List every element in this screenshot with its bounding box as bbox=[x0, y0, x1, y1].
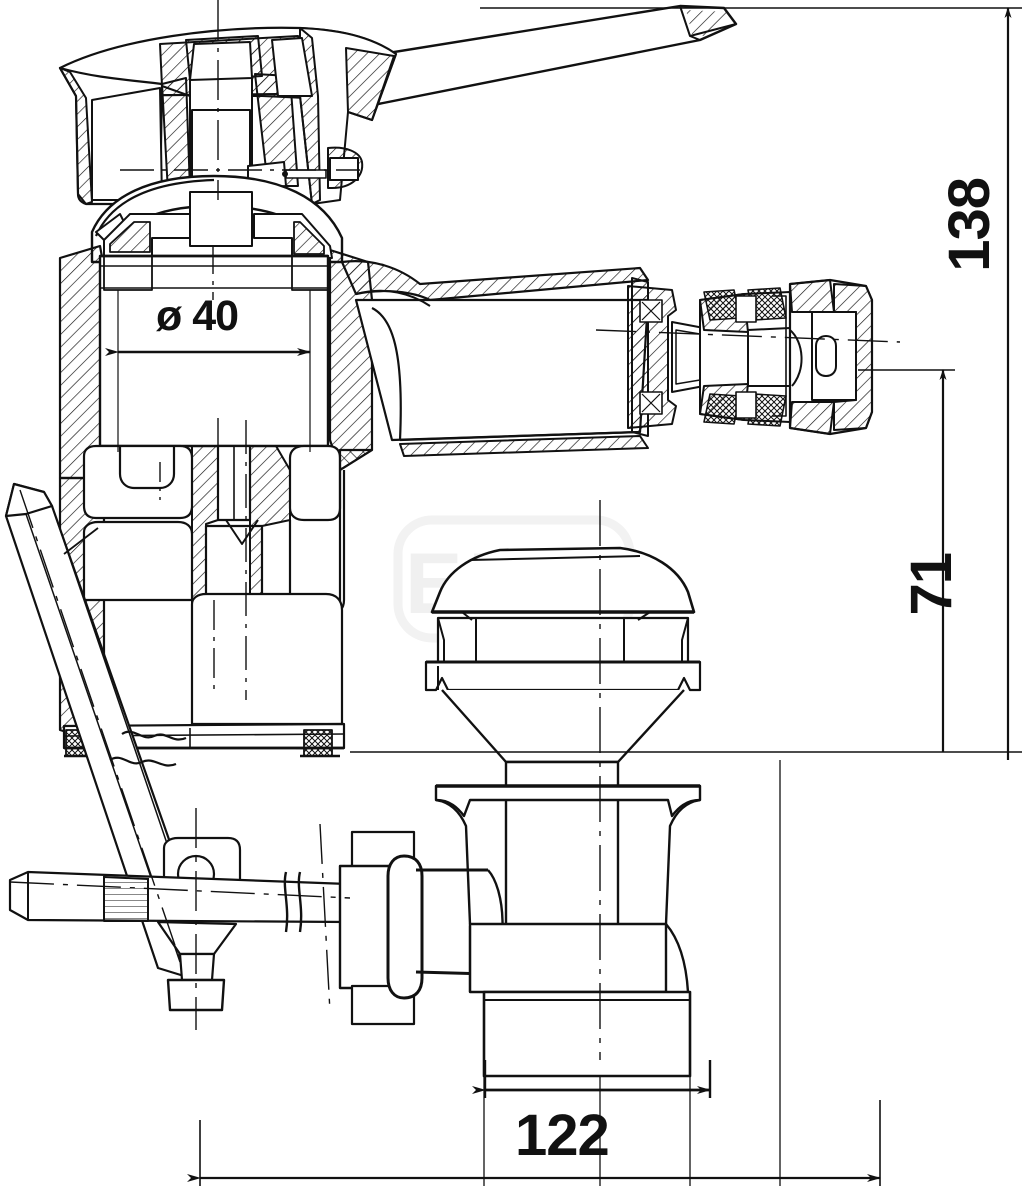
centre-lines bbox=[9, 0, 901, 1060]
dimension-label-71: 71 bbox=[899, 553, 964, 616]
dim-overall-width bbox=[187, 1100, 881, 1186]
handle-cap-dome bbox=[58, 26, 398, 206]
dimension-label-122: 122 bbox=[515, 1103, 610, 1168]
dimension-label-138: 138 bbox=[937, 178, 1002, 272]
dim-71 bbox=[858, 369, 955, 752]
dim-diameter bbox=[105, 290, 311, 452]
extension-lines bbox=[483, 760, 781, 1186]
dim-138 bbox=[350, 7, 1022, 760]
rod-boss-nut bbox=[156, 920, 238, 1012]
side-valve-assembly bbox=[627, 278, 874, 436]
body-lower bbox=[58, 444, 374, 758]
spout-arm bbox=[340, 260, 650, 457]
dimension-label-diameter: ø 40 bbox=[156, 292, 239, 340]
spout-column bbox=[424, 546, 702, 1078]
union-nut bbox=[338, 830, 504, 1026]
dim-122 bbox=[472, 1060, 712, 1098]
